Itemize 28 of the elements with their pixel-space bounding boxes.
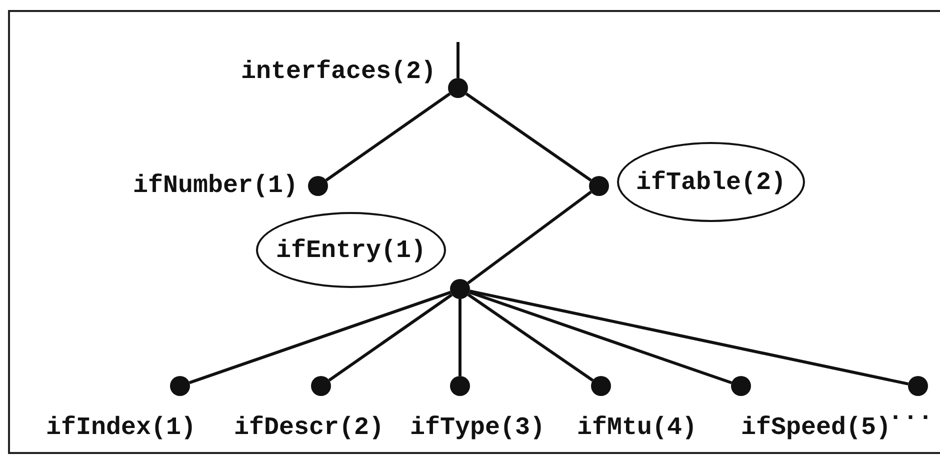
tree-line (458, 299, 462, 376)
tree-line (465, 92, 592, 182)
tree-node-dot (450, 376, 470, 396)
tree-node-dot (908, 376, 928, 396)
tree-line (469, 290, 909, 386)
tree-line (328, 294, 453, 382)
oval-node: ifTable(2) (617, 142, 805, 222)
node-label: ifMtu(4) (577, 413, 698, 443)
tree-line (456, 42, 460, 78)
tree-line (188, 290, 452, 384)
tree-node-dot (731, 376, 751, 396)
node-label: ifNumber(1) (132, 171, 298, 201)
tree-node-dot (311, 376, 331, 396)
tree-node-dot (170, 376, 190, 396)
tree-line (467, 190, 592, 284)
tree-node-dot (448, 78, 468, 98)
tree-node-dot (591, 376, 611, 396)
node-label: ifIndex(1) (46, 413, 196, 443)
node-label: ifType(3) (410, 413, 546, 443)
tree-line (468, 290, 732, 384)
tree-node-dot (308, 176, 328, 196)
node-label: interfaces(2) (240, 57, 436, 87)
node-label: ifDescr(2) (234, 413, 384, 443)
tree-line (325, 92, 451, 182)
oval-node: ifEntry(1) (256, 212, 446, 288)
tree-line (467, 293, 594, 382)
tree-node-dot (589, 176, 609, 196)
tree-node-dot (450, 279, 470, 299)
